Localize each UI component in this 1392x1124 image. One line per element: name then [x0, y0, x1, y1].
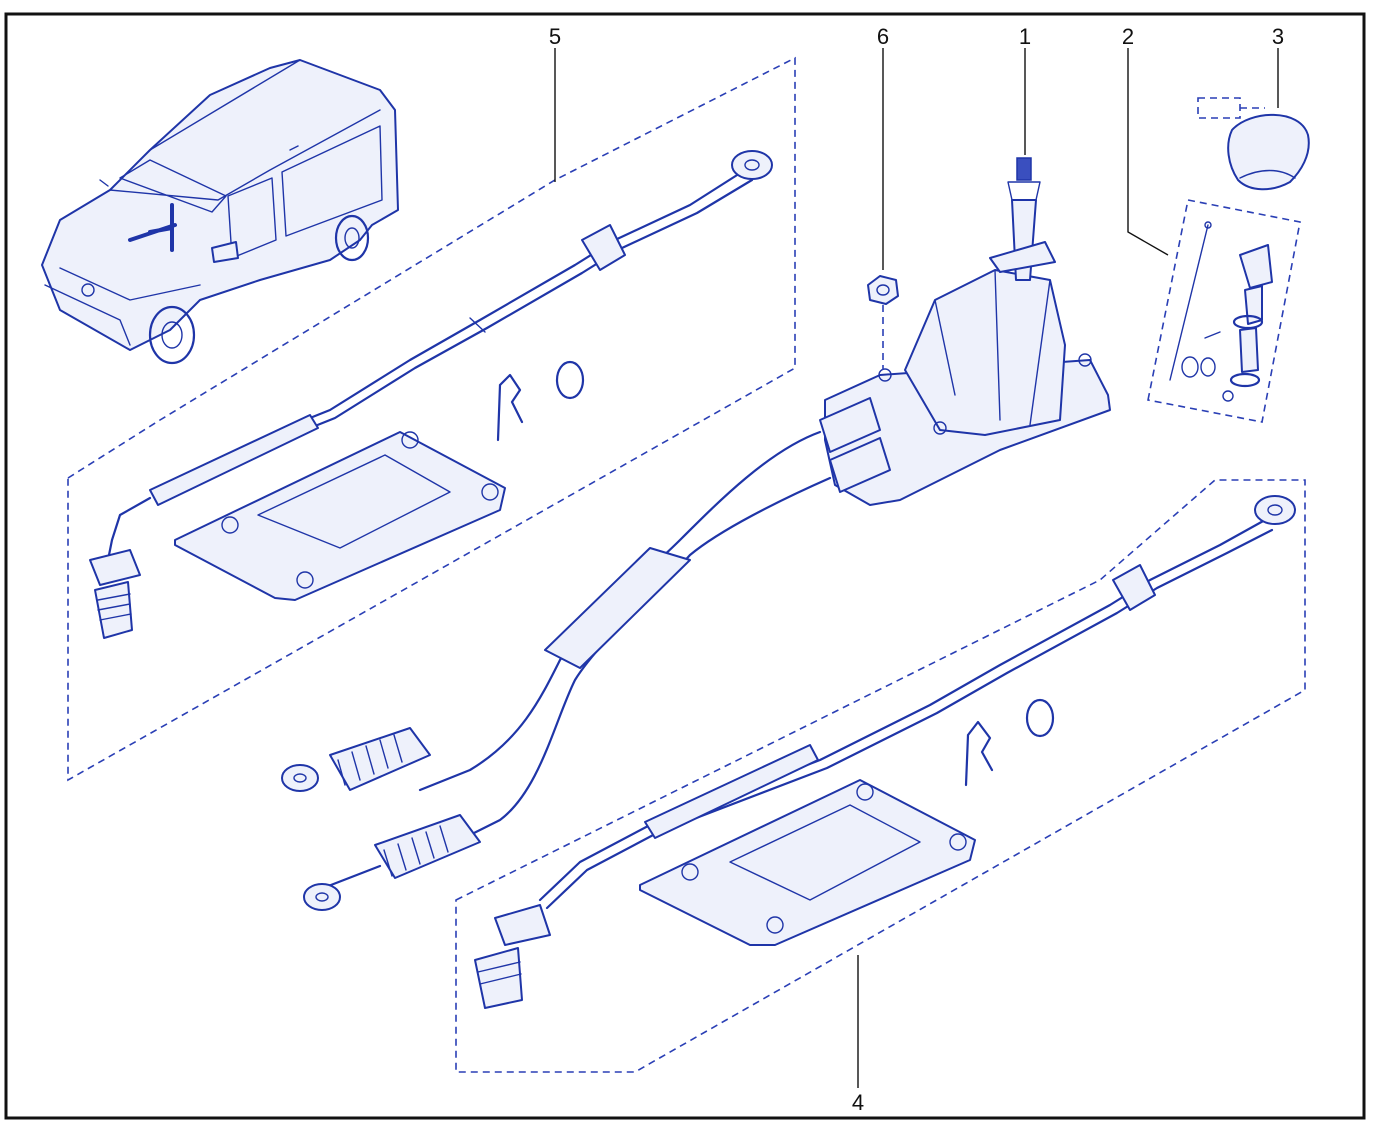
kit-5-outline: [67, 56, 796, 782]
callout-1: 1: [1019, 24, 1031, 49]
plate-kit-5: [174, 431, 506, 601]
kit-2-parts: [1169, 221, 1273, 402]
clip-ring-kit-5: [496, 360, 585, 442]
kit-2-outline: [1147, 199, 1301, 423]
diagram-border: [4, 12, 1366, 1120]
cable-kit-5: [89, 150, 773, 639]
leader-lines: [554, 48, 1279, 1088]
cable-kit-4: [474, 495, 1296, 1009]
kit-4-outline: [455, 479, 1306, 1073]
callout-4: 4: [852, 1090, 864, 1115]
gear-knob-item-3: [1197, 97, 1310, 191]
vehicle-illustration: [41, 59, 399, 365]
callout-6: 6: [877, 24, 889, 49]
shift-cables: [281, 430, 832, 911]
nut-item-6: [867, 275, 899, 370]
clip-ring-kit-4: [964, 698, 1055, 787]
leader-2: [1127, 48, 1169, 256]
gear-shifter-assembly: [819, 157, 1111, 506]
callout-2: 2: [1122, 24, 1134, 49]
callout-5: 5: [549, 24, 561, 49]
callout-3: 3: [1272, 24, 1284, 49]
plate-kit-4: [639, 779, 976, 946]
